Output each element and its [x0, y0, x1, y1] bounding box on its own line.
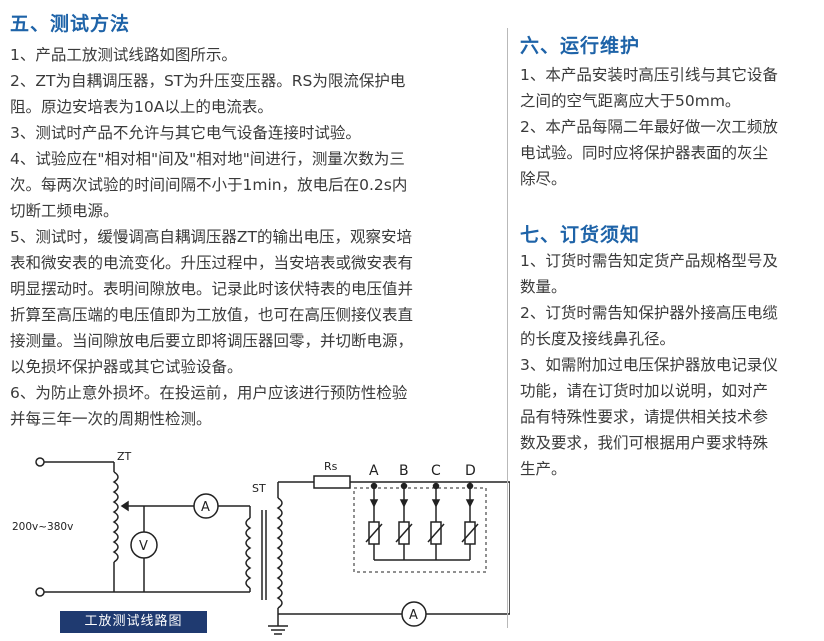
voltmeter-symbol: V [139, 539, 148, 554]
section6-line: 除尽。 [520, 170, 567, 188]
phase-label-b: B [399, 463, 409, 479]
section6-line: 2、本产品每隔二年最好做一次工频放 [520, 118, 778, 136]
section5-line: 折算至高压端的电压值即为工放值，也可在高压侧接仪表直 [10, 306, 414, 324]
voltage-label: 200v~380v [12, 521, 73, 533]
section7-line: 数及要求，我们可根据用户要求特殊 [520, 434, 769, 452]
section5-line: 3、测试时产品不允许与其它电气设备连接时试验。 [10, 124, 361, 142]
phase-label-a: A [369, 463, 379, 479]
section5-line: 1、产品工放测试线路如图所示。 [10, 46, 237, 64]
section7-line: 的长度及接线鼻孔径。 [520, 330, 676, 348]
section7-line: 2、订货时需告知保护器外接高压电缆 [520, 304, 778, 322]
zt-label: ZT [117, 450, 132, 463]
section5-line: 阻。原边安培表为10A以上的电流表。 [10, 98, 273, 116]
circuit-caption: 工放测试线路图 [60, 611, 207, 633]
section5-line: 明显摆动时。表明间隙放电。记录此时该伏特表的电压值并 [10, 280, 414, 298]
section6-line: 1、本产品安装时高压引线与其它设备 [520, 66, 778, 84]
section5-line: 以免损坏保护器或其它试验设备。 [10, 358, 243, 376]
section7-line: 1、订货时需告知定货产品规格型号及 [520, 252, 778, 270]
section5-title: 五、测试方法 [10, 13, 131, 35]
ammeter-symbol-primary: A [201, 500, 210, 515]
ammeter-symbol-secondary: A [409, 608, 418, 623]
section7-body: 1、订货时需告知定货产品规格型号及 数量。 2、订货时需告知保护器外接高压电缆 … [520, 248, 778, 482]
section6-line: 电试验。同时应将保护器表面的灰尘 [520, 144, 769, 162]
section6-title: 六、运行维护 [520, 35, 641, 57]
section5-line: 并每三年一次的周期性检测。 [10, 410, 212, 428]
column-divider [507, 28, 508, 628]
section5-line: 表和微安表的电流变化。升压过程中，当安培表或微安表有 [10, 254, 414, 272]
section5-line: 5、测试时，缓慢调高自耦调压器ZT的输出电压，观察安培 [10, 228, 412, 246]
section5-body: 1、产品工放测试线路如图所示。 2、ZT为自耦调压器，ST为升压变压器。RS为限… [10, 42, 413, 432]
section7-title: 七、订货须知 [520, 224, 641, 246]
rs-label: Rs [324, 460, 338, 473]
section5-line: 2、ZT为自耦调压器，ST为升压变压器。RS为限流保护电 [10, 72, 406, 90]
section5-line: 切断工频电源。 [10, 202, 119, 220]
section5-line: 接测量。当间隙放电后要立即将调压器回零，并切断电源， [10, 332, 414, 350]
section6-body: 1、本产品安装时高压引线与其它设备 之间的空气距离应大于50mm。 2、本产品每… [520, 62, 778, 192]
section7-line: 品有特殊性要求，请提供相关技术参 [520, 408, 769, 426]
section5-line: 6、为防止意外损坏。在投运前，用户应该进行预防性检验 [10, 384, 408, 402]
phase-label-c: C [431, 463, 441, 479]
test-circuit-diagram: ZT ST Rs 200v~380v A V A A B C D [12, 450, 510, 635]
section5-line: 4、试验应在"相对相"间及"相对地"间进行，测量次数为三 [10, 150, 405, 168]
section7-line: 生产。 [520, 460, 567, 478]
section7-line: 功能，请在订货时加以说明，如对产 [520, 382, 769, 400]
section5-line: 次。每两次试验的时间间隔不小于1min，放电后在0.2s内 [10, 176, 408, 194]
phase-label-d: D [465, 463, 476, 479]
st-label: ST [252, 482, 266, 495]
arrester-a [365, 482, 383, 560]
section6-line: 之间的空气距离应大于50mm。 [520, 92, 741, 110]
section7-line: 3、如需附加过电压保护器放电记录仪 [520, 356, 778, 374]
arrester-c [427, 482, 445, 560]
section7-line: 数量。 [520, 278, 567, 296]
arrester-b [395, 482, 413, 560]
arrester-d [461, 482, 479, 560]
